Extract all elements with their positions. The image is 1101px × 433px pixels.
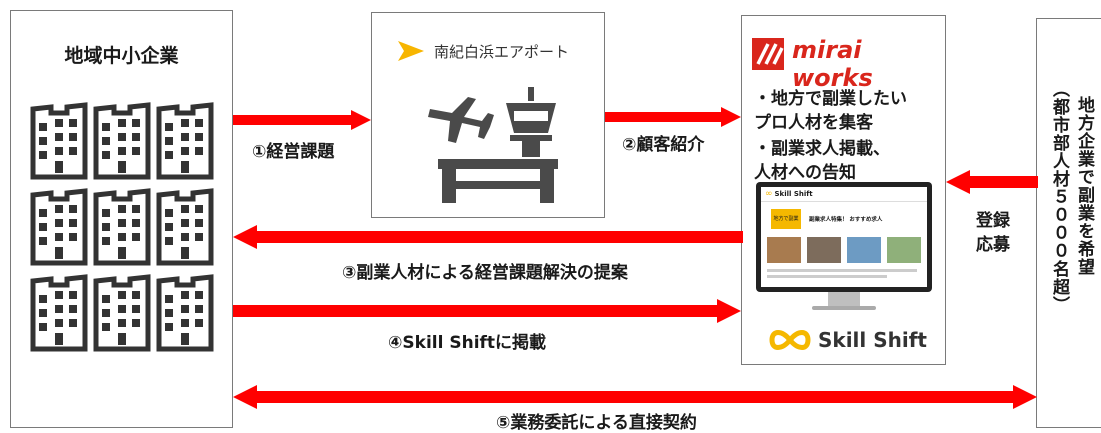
mirai-logo-text: mirai works (792, 36, 873, 92)
airport-tower-icon (428, 87, 558, 203)
candidates-main: 地方企業で副業を希望 (1074, 96, 1094, 276)
mirai-line-2: プロ人材を集客 (754, 113, 873, 133)
airport-box: 南紀白浜エアポート (371, 12, 605, 218)
monitor-screen: ∞ Skill Shift 地方で副業 副業求人特集！ おすすめ求人 (756, 182, 932, 292)
arrow-2 (605, 107, 741, 127)
site-photo-4 (887, 237, 921, 263)
arrow-register (946, 170, 1038, 194)
site-banner: 地方で副業 (771, 209, 801, 229)
flow-3-label: ③副業人材による経営課題解決の提案 (342, 263, 628, 283)
site-header: ∞ Skill Shift (761, 187, 927, 202)
site-logo-icon: ∞ (765, 189, 773, 199)
site-headline: 副業求人特集！ おすすめ求人 (809, 217, 883, 223)
website-screenshot: ∞ Skill Shift 地方で副業 副業求人特集！ おすすめ求人 (761, 187, 927, 287)
infinity-logo-icon (769, 330, 811, 350)
flow-2-label: ②顧客紹介 (622, 135, 705, 155)
skill-shift-brand: Skill Shift (818, 328, 927, 352)
candidates-sub: （都市部人材５０００名超） (1049, 80, 1069, 314)
monitor-base (812, 306, 876, 310)
site-photo-2 (807, 237, 841, 263)
mirai-box: mirai works ・地方で副業したい プロ人材を集客 ・副業求人掲載、 人… (741, 15, 946, 365)
flow-1-label: ①経営課題 (252, 142, 335, 162)
sme-box: 地域中小企業 (10, 10, 233, 428)
flow-5-label: ⑤業務委託による直接契約 (496, 413, 697, 433)
site-text-line (767, 275, 887, 278)
arrow-3 (233, 225, 743, 249)
mirai-line-1: ・地方で副業したい (754, 89, 907, 109)
site-title: Skill Shift (774, 190, 813, 198)
arrow-4 (233, 299, 741, 323)
flow-4-label: ④Skill Shiftに掲載 (388, 333, 547, 353)
register-label-1: 登録 (976, 211, 1010, 231)
monitor-stand (828, 292, 860, 306)
airport-name: 南紀白浜エアポート (434, 43, 570, 61)
arrow-5 (233, 385, 1037, 409)
site-photo-3 (847, 237, 881, 263)
building-grid-icon (11, 91, 234, 431)
airplane-logo-icon (398, 41, 424, 61)
site-photo-1 (767, 237, 801, 263)
register-label-2: 応募 (976, 235, 1010, 255)
site-text-line (767, 269, 917, 272)
mirai-line-4: 人材への告知 (754, 163, 856, 183)
mirai-works-logo-icon (752, 38, 784, 70)
sme-title: 地域中小企業 (64, 45, 179, 67)
mirai-line-3: ・副業求人掲載、 (754, 139, 890, 159)
arrow-1 (233, 110, 371, 130)
